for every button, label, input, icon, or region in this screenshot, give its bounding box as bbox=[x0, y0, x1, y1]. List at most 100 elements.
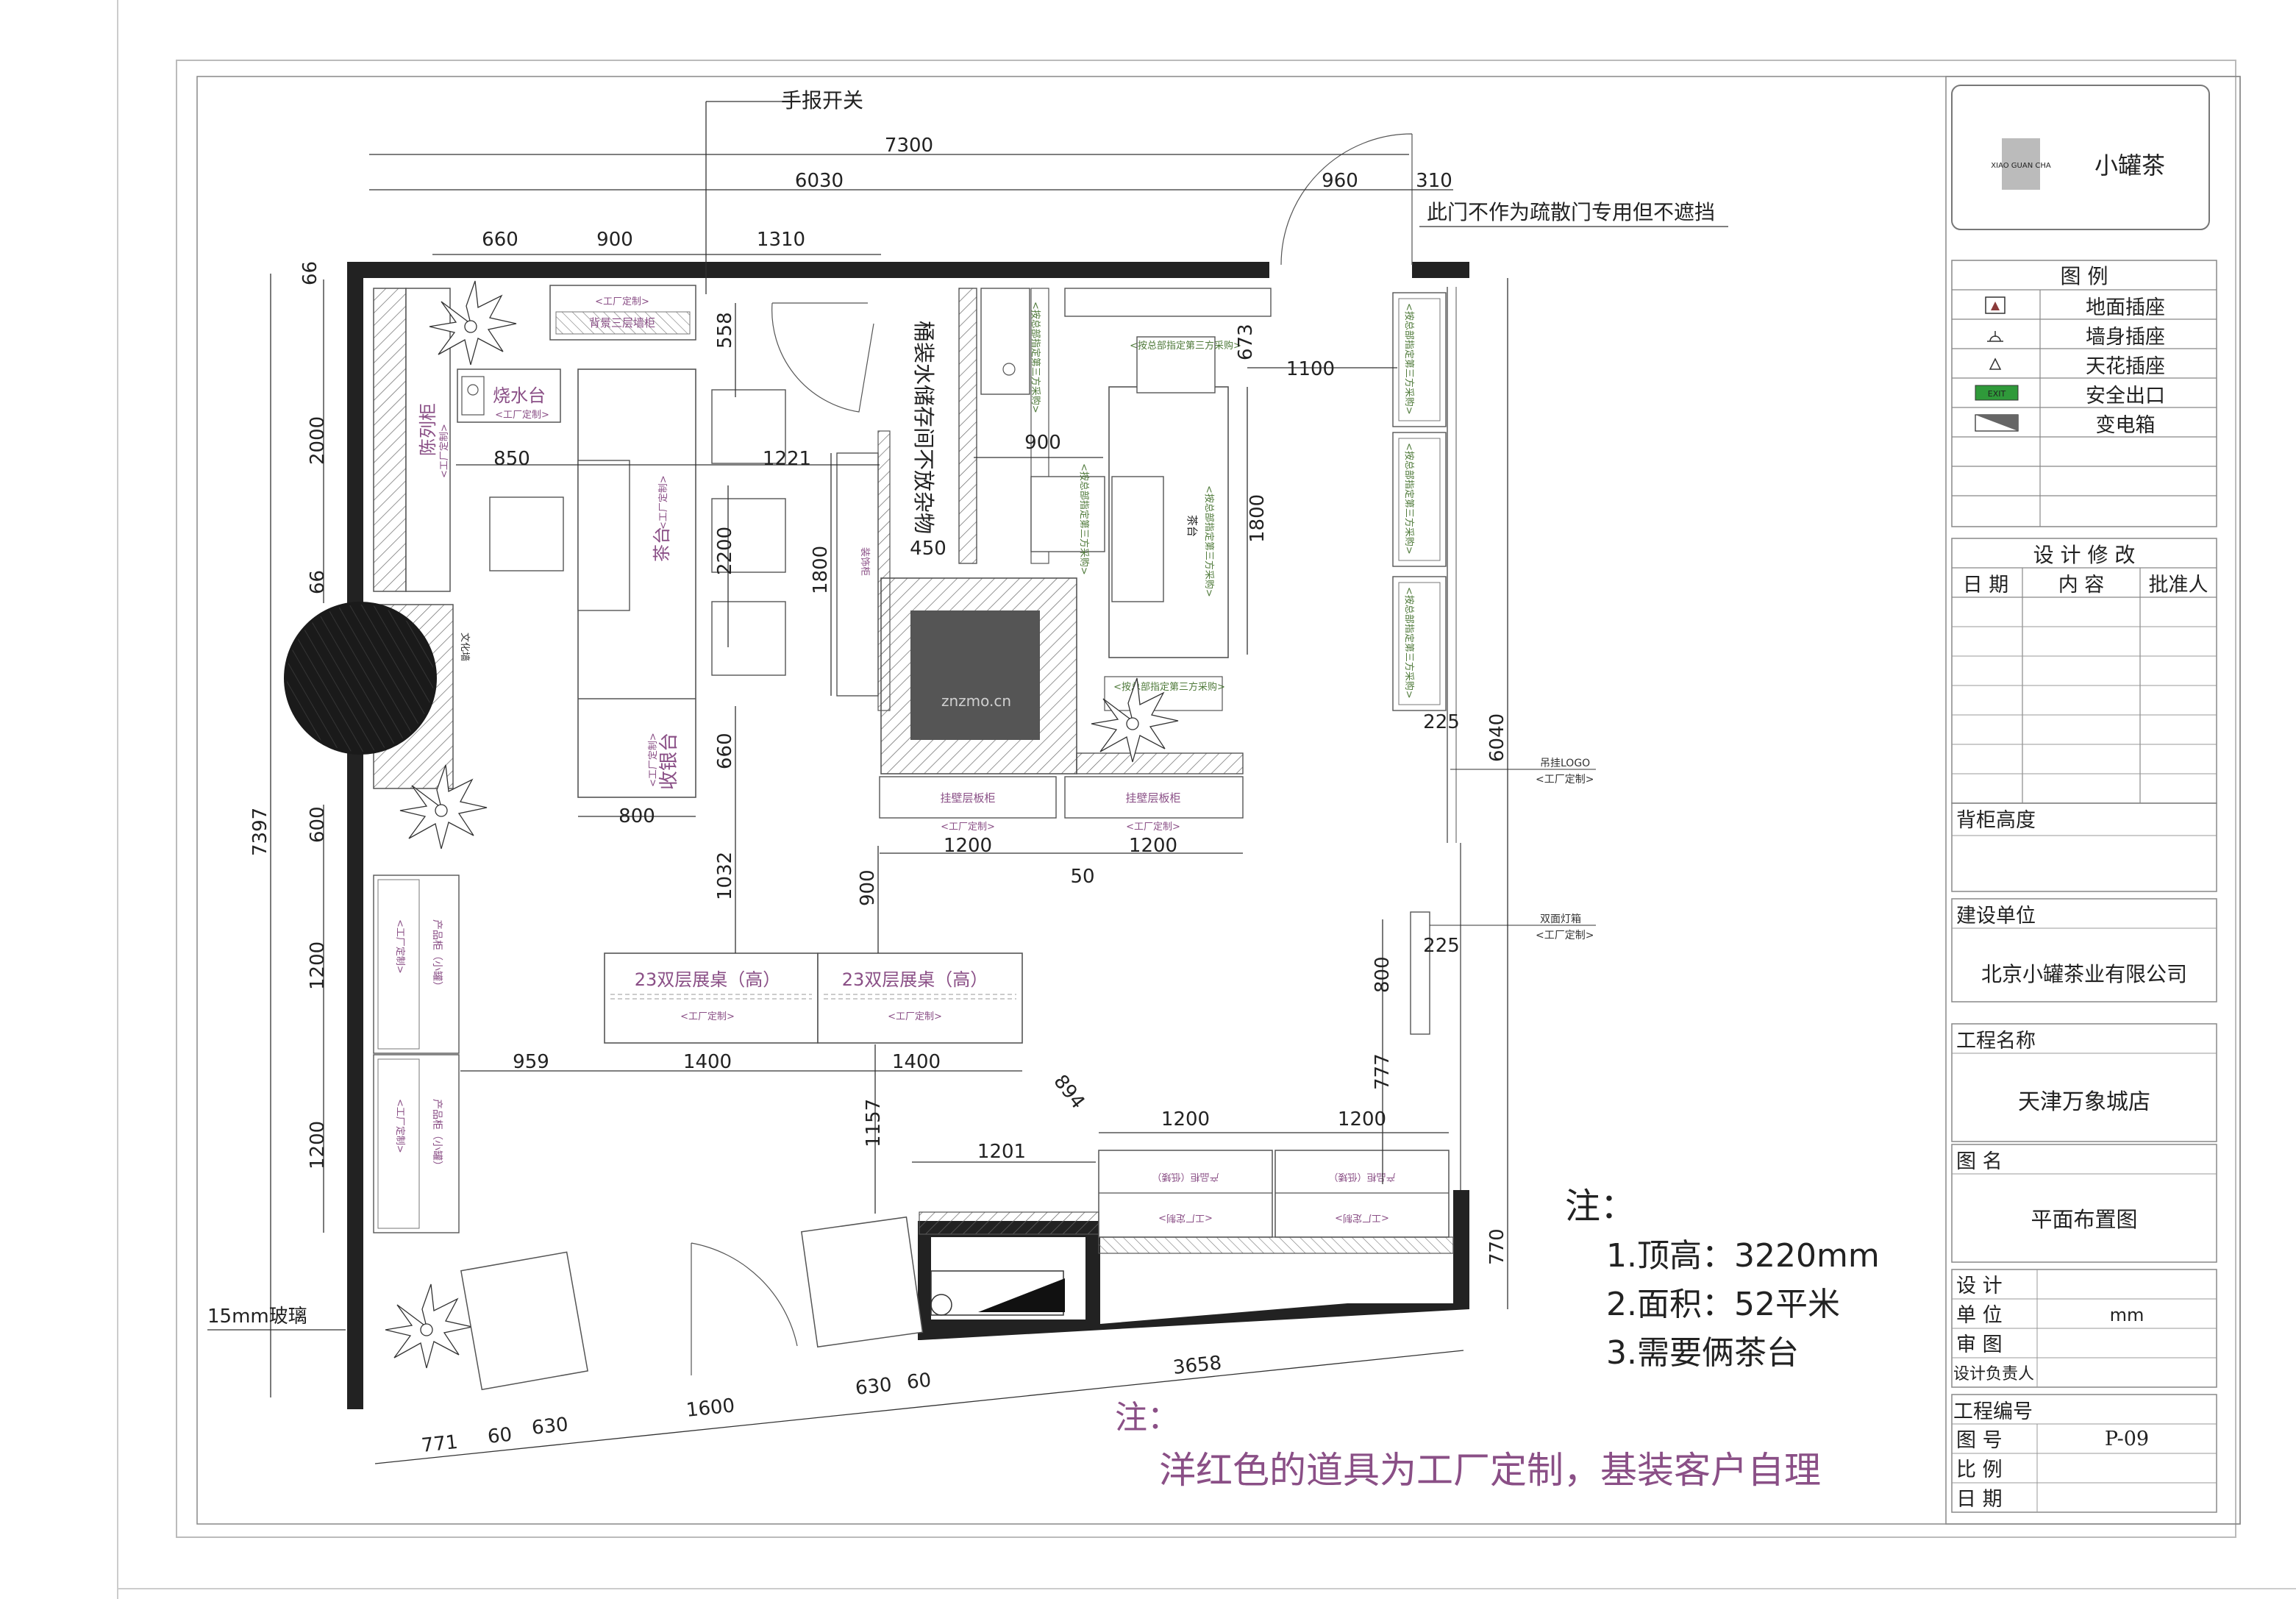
note2-text: 洋红色的道具为工厂定制，基装客户自理 bbox=[1159, 1449, 1821, 1492]
drawing-no-label: 图 号 bbox=[1956, 1429, 2003, 1452]
side-cabinet bbox=[836, 452, 879, 697]
svg-text:挂壁层板柜: 挂壁层板柜 bbox=[940, 791, 995, 805]
dim-top-310: 310 bbox=[1416, 170, 1452, 192]
svg-text:900: 900 bbox=[857, 869, 879, 906]
top-door bbox=[771, 302, 874, 413]
svg-text:<工厂定制>: <工厂定制> bbox=[1126, 822, 1180, 833]
svg-text:产品柜（低矮）: 产品柜（低矮） bbox=[1152, 1171, 1219, 1182]
svg-text:1200: 1200 bbox=[1161, 1108, 1210, 1130]
svg-text:1800: 1800 bbox=[810, 546, 832, 594]
svg-text:<工厂定制>: <工厂定制> bbox=[1536, 930, 1594, 941]
glass-note: 15mm玻璃 bbox=[207, 1306, 307, 1328]
display-table-1 bbox=[604, 952, 819, 1044]
brand-logo-box bbox=[1951, 85, 2210, 230]
round-pillar bbox=[284, 602, 437, 755]
revision-header: 设 计 修 改 bbox=[2033, 543, 2136, 567]
svg-text:50: 50 bbox=[1070, 866, 1094, 888]
design-label: 设 计 bbox=[1956, 1275, 2003, 1297]
project-no-label: 工程编号 bbox=[1953, 1400, 2033, 1423]
stools bbox=[711, 389, 786, 676]
svg-text:<工厂定制>: <工厂定制> bbox=[658, 475, 669, 530]
display-table-2 bbox=[817, 952, 1023, 1044]
display-cabinet bbox=[373, 288, 407, 592]
svg-text:<工厂定制>: <工厂定制> bbox=[1158, 1212, 1213, 1223]
side-cabinet-label: 装饰柜 bbox=[859, 547, 870, 576]
dim-top-6030: 6030 bbox=[795, 170, 844, 192]
brand-logo-text: XIAO GUAN CHA bbox=[1991, 162, 2051, 170]
svg-text:6040: 6040 bbox=[1486, 713, 1508, 762]
svg-text:挂壁层板柜: 挂壁层板柜 bbox=[1125, 791, 1180, 805]
note2-title: 注： bbox=[1115, 1399, 1180, 1436]
title-block: XIAO GUAN CHA 小罐茶 图 例 EXIT bbox=[1945, 76, 2241, 1525]
entrance-cabinet-left bbox=[460, 1251, 588, 1391]
revision-col-approver: 批准人 bbox=[2149, 574, 2208, 596]
svg-text:<工厂定制>: <工厂定制> bbox=[1335, 1212, 1389, 1223]
client-label: 建设单位 bbox=[1956, 905, 2036, 927]
watermark: znzmo.cn bbox=[941, 692, 1011, 710]
revision-col-date: 日 期 bbox=[1963, 574, 2009, 596]
wall-shelf-1 bbox=[879, 776, 1057, 819]
unit-label: 单 位 bbox=[1956, 1304, 2003, 1327]
svg-text:1400: 1400 bbox=[892, 1051, 941, 1073]
note1-line2: 2.面积：52平米 bbox=[1606, 1286, 1840, 1323]
dim-left-1200a: 1200 bbox=[307, 941, 329, 990]
legend-rows bbox=[1952, 318, 2217, 496]
cashier-label: 收银台 bbox=[658, 733, 680, 790]
manual-switch-note: 手报开关 bbox=[781, 88, 863, 113]
svg-text:<按总部指定第三方采购>: <按总部指定第三方采购> bbox=[1030, 302, 1041, 413]
svg-text:60: 60 bbox=[906, 1370, 933, 1394]
product-cabinet-low-2 bbox=[1274, 1150, 1450, 1238]
project-label: 工程名称 bbox=[1956, 1030, 2036, 1053]
svg-text:3658: 3658 bbox=[1172, 1352, 1223, 1379]
drawing-value: 平面布置图 bbox=[2031, 1207, 2137, 1232]
svg-text:777: 777 bbox=[1372, 1053, 1394, 1090]
svg-text:23双层展桌（高）: 23双层展桌（高） bbox=[842, 969, 988, 990]
tea-table-label: 茶台 bbox=[652, 527, 672, 562]
unit-value: mm bbox=[2110, 1305, 2145, 1325]
svg-text:630: 630 bbox=[531, 1414, 570, 1439]
power-box bbox=[930, 1270, 1065, 1316]
svg-text:<按总部指定第三方采购>: <按总部指定第三方采购> bbox=[1403, 443, 1415, 555]
dim-left-66b: 66 bbox=[307, 570, 329, 594]
svg-text:900: 900 bbox=[1024, 432, 1061, 454]
culture-wall-label: 文化墙 bbox=[459, 633, 470, 661]
display-cabinet-tag: <工厂定制> bbox=[439, 424, 450, 478]
svg-text:<按总部指定第三方采购>: <按总部指定第三方采购> bbox=[1203, 485, 1215, 597]
svg-text:770: 770 bbox=[1486, 1228, 1508, 1265]
double-lightbox-note: 双面灯箱 bbox=[1540, 914, 1581, 925]
svg-text:<按总部指定第三方采购>: <按总部指定第三方采购> bbox=[1403, 587, 1415, 699]
dim-left-66a: 66 bbox=[299, 261, 321, 285]
legend-floor-socket: 地面插座 bbox=[2086, 296, 2165, 319]
revision-col-content: 内 容 bbox=[2058, 574, 2105, 596]
svg-text:<工厂定制>: <工厂定制> bbox=[648, 733, 659, 787]
hanging-logo-note: 吊挂LOGO bbox=[1540, 758, 1590, 769]
svg-text:1400: 1400 bbox=[683, 1051, 732, 1073]
dim-seg-660: 660 bbox=[482, 229, 518, 251]
note1-title: 注： bbox=[1565, 1186, 1636, 1227]
dim-seg-900: 900 bbox=[596, 229, 633, 251]
svg-text:225: 225 bbox=[1423, 711, 1460, 733]
svg-text:2200: 2200 bbox=[714, 527, 736, 575]
svg-text:EXIT: EXIT bbox=[1988, 389, 2006, 399]
brand-name: 小罐茶 bbox=[2094, 152, 2165, 179]
svg-text:673: 673 bbox=[1235, 324, 1257, 360]
sheet-border bbox=[117, 0, 2296, 1599]
svg-text:959: 959 bbox=[513, 1051, 549, 1073]
svg-text:450: 450 bbox=[910, 538, 946, 560]
legend-ceiling-socket: 天花插座 bbox=[2086, 355, 2165, 378]
svg-text:1032: 1032 bbox=[714, 852, 736, 900]
svg-text:<工厂定制>: <工厂定制> bbox=[888, 1011, 942, 1022]
kettle-table-label: 烧水台 bbox=[493, 385, 546, 406]
svg-text:558: 558 bbox=[714, 312, 736, 349]
svg-text:225: 225 bbox=[1423, 935, 1460, 957]
dim-left-7397: 7397 bbox=[249, 808, 271, 856]
legend-header: 图 例 bbox=[2061, 264, 2108, 288]
product-cabinet-low-1 bbox=[1098, 1150, 1273, 1238]
svg-text:1221: 1221 bbox=[763, 448, 811, 470]
notes-block: 注： 1.顶高：3220mm 2.面积：52平米 3.需要俩茶台 注： 洋红色的… bbox=[1115, 1186, 1880, 1492]
svg-text:产品柜（低矮）: 产品柜（低矮） bbox=[1328, 1171, 1395, 1182]
dim-left-600: 600 bbox=[307, 806, 329, 843]
product-cabinet-2 bbox=[373, 1054, 460, 1233]
svg-text:800: 800 bbox=[618, 805, 655, 827]
svg-text:<按总部指定第三方采购>: <按总部指定第三方采购> bbox=[1078, 463, 1090, 575]
